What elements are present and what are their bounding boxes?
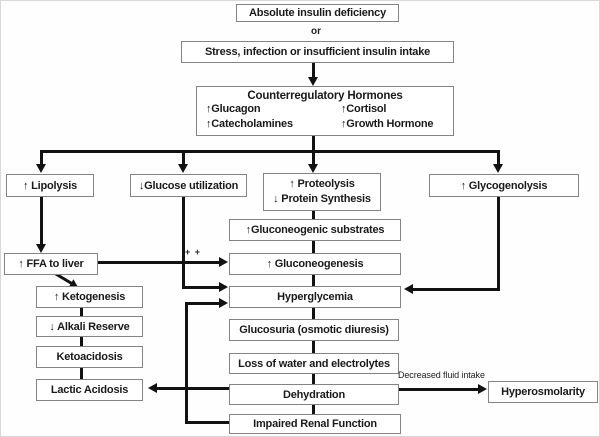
edge-counterreg-to-branch	[312, 136, 315, 152]
node-glucosuria: Glucosuria (osmotic diuresis)	[229, 319, 399, 341]
edge-ffa-to-gluconeogenesis	[98, 261, 220, 264]
edge-dehydration-to-hyperosmolarity	[399, 388, 479, 391]
branch-drop-proteolysis	[312, 150, 315, 164]
branch-drop-glucose-utilization	[182, 150, 185, 164]
node-gluconeogenic-substrates: ↑Gluconeogenic substrates	[229, 219, 401, 241]
node-ffa-to-liver: ↑ FFA to liver	[4, 253, 98, 275]
arrowhead-into-ffa	[36, 244, 46, 253]
arrowhead-into-proteolysis	[308, 164, 318, 173]
counterreg-item-glucagon: ↑Glucagon	[206, 103, 261, 115]
branch-horizontal-line	[40, 150, 500, 153]
branch-drop-lipolysis	[40, 150, 43, 164]
counterreg-title: Counterregulatory Hormones	[247, 90, 403, 102]
proteolysis-line2: ↓ Protein Synthesis	[273, 193, 371, 205]
plus-plus-label: + +	[185, 247, 202, 257]
edge-renal-feedback-bottom	[185, 421, 229, 424]
node-glycogenolysis: ↑ Glycogenolysis	[429, 174, 579, 197]
node-impaired-renal-function: Impaired Renal Function	[229, 414, 401, 434]
node-dehydration: Dehydration	[229, 384, 399, 405]
edge-glucoseutil-vertical	[182, 197, 185, 289]
node-lactic-acidosis: Lactic Acidosis	[36, 379, 143, 401]
edge-glycogenolysis-vertical	[497, 197, 500, 291]
edge-glycogenolysis-to-hyperglycemia	[413, 288, 500, 291]
node-counterregulatory-hormones: Counterregulatory Hormones ↑Glucagon ↑Co…	[196, 86, 454, 136]
edge-alkali-to-ketoacidosis	[80, 336, 83, 347]
edge-ketogenesis-to-alkali	[80, 307, 83, 317]
or-label: or	[311, 26, 321, 37]
node-absolute-insulin-deficiency: Absolute insulin deficiency	[236, 4, 399, 22]
node-ketoacidosis: Ketoacidosis	[36, 346, 143, 368]
arrowhead-feedback-into-hyperglycemia	[219, 298, 228, 308]
node-alkali-reserve: ↓ Alkali Reserve	[36, 316, 143, 337]
edge-ketoacidosis-to-lactic	[80, 367, 83, 380]
node-stress-infection: Stress, infection or insufficient insuli…	[181, 41, 454, 63]
node-glucose-utilization: ↓Glucose utilization	[130, 174, 247, 197]
edge-dehydration-to-renal	[312, 405, 315, 415]
node-loss-of-water: Loss of water and electrolytes	[229, 353, 399, 374]
edge-hyperglycemia-to-glucosuria	[312, 308, 315, 320]
arrowhead-into-lactic-acidosis	[148, 383, 157, 393]
node-ketogenesis: ↑ Ketogenesis	[36, 286, 143, 308]
edge-glucosuria-to-losswater	[312, 341, 315, 354]
arrowhead-into-gluconeogenesis	[219, 257, 228, 267]
node-hyperglycemia: Hyperglycemia	[229, 286, 401, 308]
edge-substrates-to-gluconeogenesis	[312, 241, 315, 254]
counterreg-item-growth-hormone: ↑Growth Hormone	[341, 118, 434, 130]
counterreg-items: ↑Glucagon ↑Cortisol ↑Catecholamines ↑Gro…	[197, 102, 453, 132]
proteolysis-line1: ↑ Proteolysis	[289, 178, 355, 190]
node-lipolysis: ↑ Lipolysis	[6, 174, 94, 197]
arrowhead-glycogenolysis-into-hyperglycemia	[404, 284, 413, 294]
edge-dehydration-to-lactic	[157, 387, 229, 390]
arrowhead-into-counterreg	[308, 77, 318, 86]
edge-glucoseutil-to-hyperglycemia	[182, 286, 220, 289]
decreased-fluid-intake-label: Decreased fluid intake	[398, 370, 485, 380]
counterreg-item-catecholamines: ↑Catecholamines	[206, 118, 293, 130]
edge-proteolysis-to-substrates	[312, 211, 315, 220]
arrowhead-into-glycogenolysis	[493, 164, 503, 173]
node-proteolysis: ↑ Proteolysis ↓ Protein Synthesis	[263, 173, 381, 211]
node-gluconeogenesis: ↑ Gluconeogenesis	[229, 253, 401, 275]
edge-stress-to-counterreg	[312, 63, 315, 78]
counterreg-item-cortisol: ↑Cortisol	[341, 103, 387, 115]
arrowhead-glucoseutil-into-hyperglycemia	[219, 282, 228, 292]
edge-losswater-to-dehydration	[312, 374, 315, 385]
arrowhead-into-hyperosmolarity	[478, 384, 487, 394]
arrowhead-into-lipolysis	[36, 164, 46, 173]
edge-lipolysis-to-ffa	[40, 197, 43, 245]
edge-renal-feedback-to-hyperglycemia	[185, 302, 219, 305]
edge-gluconeogenesis-to-hyperglycemia	[312, 275, 315, 287]
node-hyperosmolarity: Hyperosmolarity	[488, 381, 598, 403]
arrowhead-into-glucose-utilization	[178, 164, 188, 173]
edge-renal-feedback-vertical	[185, 302, 188, 424]
branch-drop-glycogenolysis	[497, 150, 500, 164]
